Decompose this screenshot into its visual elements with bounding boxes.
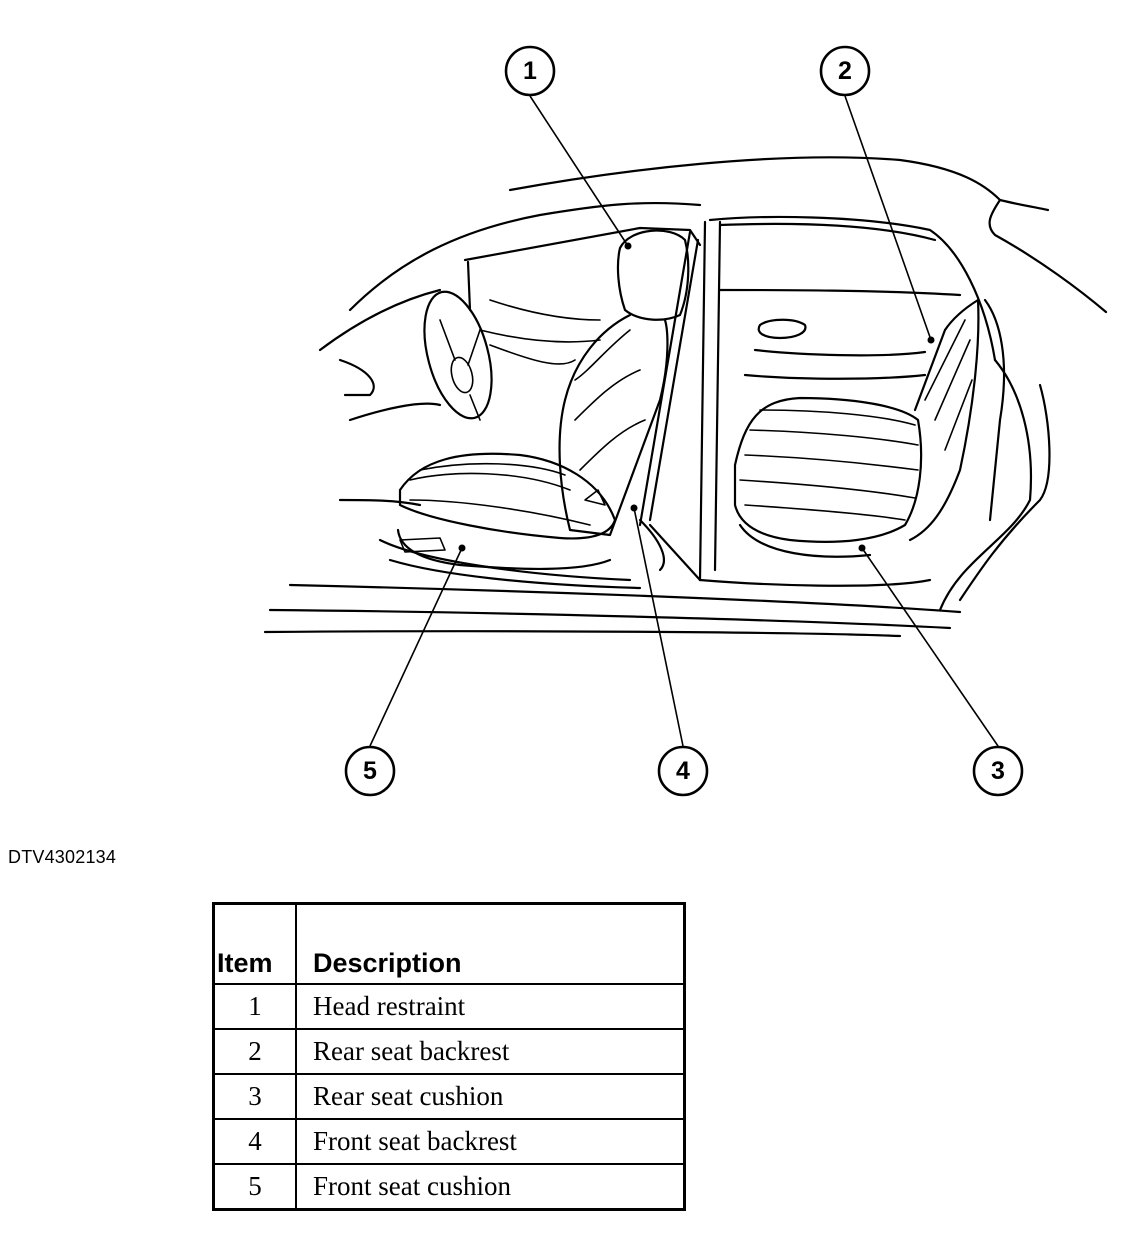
row-item: 5 xyxy=(212,1163,297,1211)
legend-table: Item Description 1 Head restraint 2 Rear… xyxy=(212,902,686,1211)
callout-label-5: 5 xyxy=(363,757,377,785)
leader-lines xyxy=(369,95,999,747)
callout-1: 1 xyxy=(504,45,556,97)
table-row: 5 Front seat cushion xyxy=(212,1163,686,1211)
callout-4: 4 xyxy=(657,745,709,797)
table-row: 3 Rear seat cushion xyxy=(212,1073,686,1120)
row-item: 1 xyxy=(212,983,297,1030)
row-description: Rear seat backrest xyxy=(295,1028,686,1075)
row-description: Head restraint xyxy=(295,983,686,1030)
table-row: 4 Front seat backrest xyxy=(212,1118,686,1165)
vehicle-body-outline xyxy=(263,156,1108,638)
steering-wheel xyxy=(423,290,601,421)
front-seat xyxy=(396,229,690,571)
rear-seat xyxy=(733,298,980,558)
row-item: 2 xyxy=(212,1028,297,1075)
table-header-row: Item Description xyxy=(212,902,686,985)
figure-code: DTV4302134 xyxy=(8,847,117,867)
callout-5: 5 xyxy=(344,745,396,797)
callout-label-3: 3 xyxy=(991,757,1005,785)
callout-label-4: 4 xyxy=(676,757,690,785)
row-item: 4 xyxy=(212,1118,297,1165)
row-item: 3 xyxy=(212,1073,297,1120)
callout-label-2: 2 xyxy=(838,57,852,85)
callout-2: 2 xyxy=(819,45,871,97)
row-description: Front seat backrest xyxy=(295,1118,686,1165)
row-description: Rear seat cushion xyxy=(295,1073,686,1120)
seat-components-diagram: 1 2 3 4 5 xyxy=(263,45,1108,797)
table-row: 1 Head restraint xyxy=(212,983,686,1030)
callout-label-1: 1 xyxy=(523,57,537,85)
header-description: Description xyxy=(295,902,686,985)
header-item: Item xyxy=(212,902,297,985)
table-row: 2 Rear seat backrest xyxy=(212,1028,686,1075)
callout-3: 3 xyxy=(972,745,1024,797)
row-description: Front seat cushion xyxy=(295,1163,686,1211)
